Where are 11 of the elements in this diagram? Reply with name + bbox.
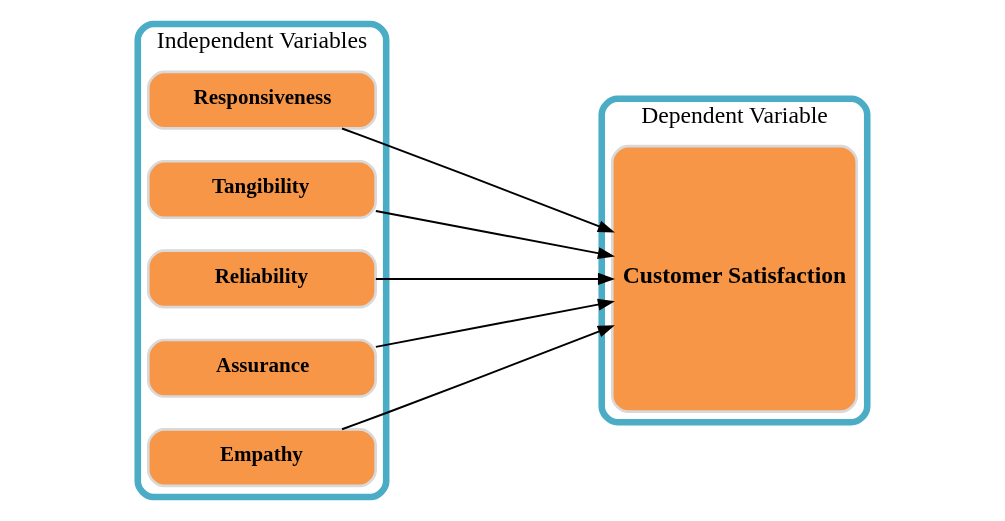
arrow	[374, 272, 616, 285]
arrow	[374, 209, 615, 260]
node-box: Reliability	[146, 249, 377, 309]
arrow	[341, 325, 615, 431]
node-box: Empathy	[146, 428, 377, 488]
arrow	[341, 127, 615, 233]
node-box: Customer Satisfaction	[610, 144, 859, 413]
node-box: Tangibility	[146, 159, 377, 220]
arrow	[374, 298, 615, 348]
node-box: Assurance	[146, 338, 377, 398]
node-box: Responsiveness	[146, 70, 377, 130]
